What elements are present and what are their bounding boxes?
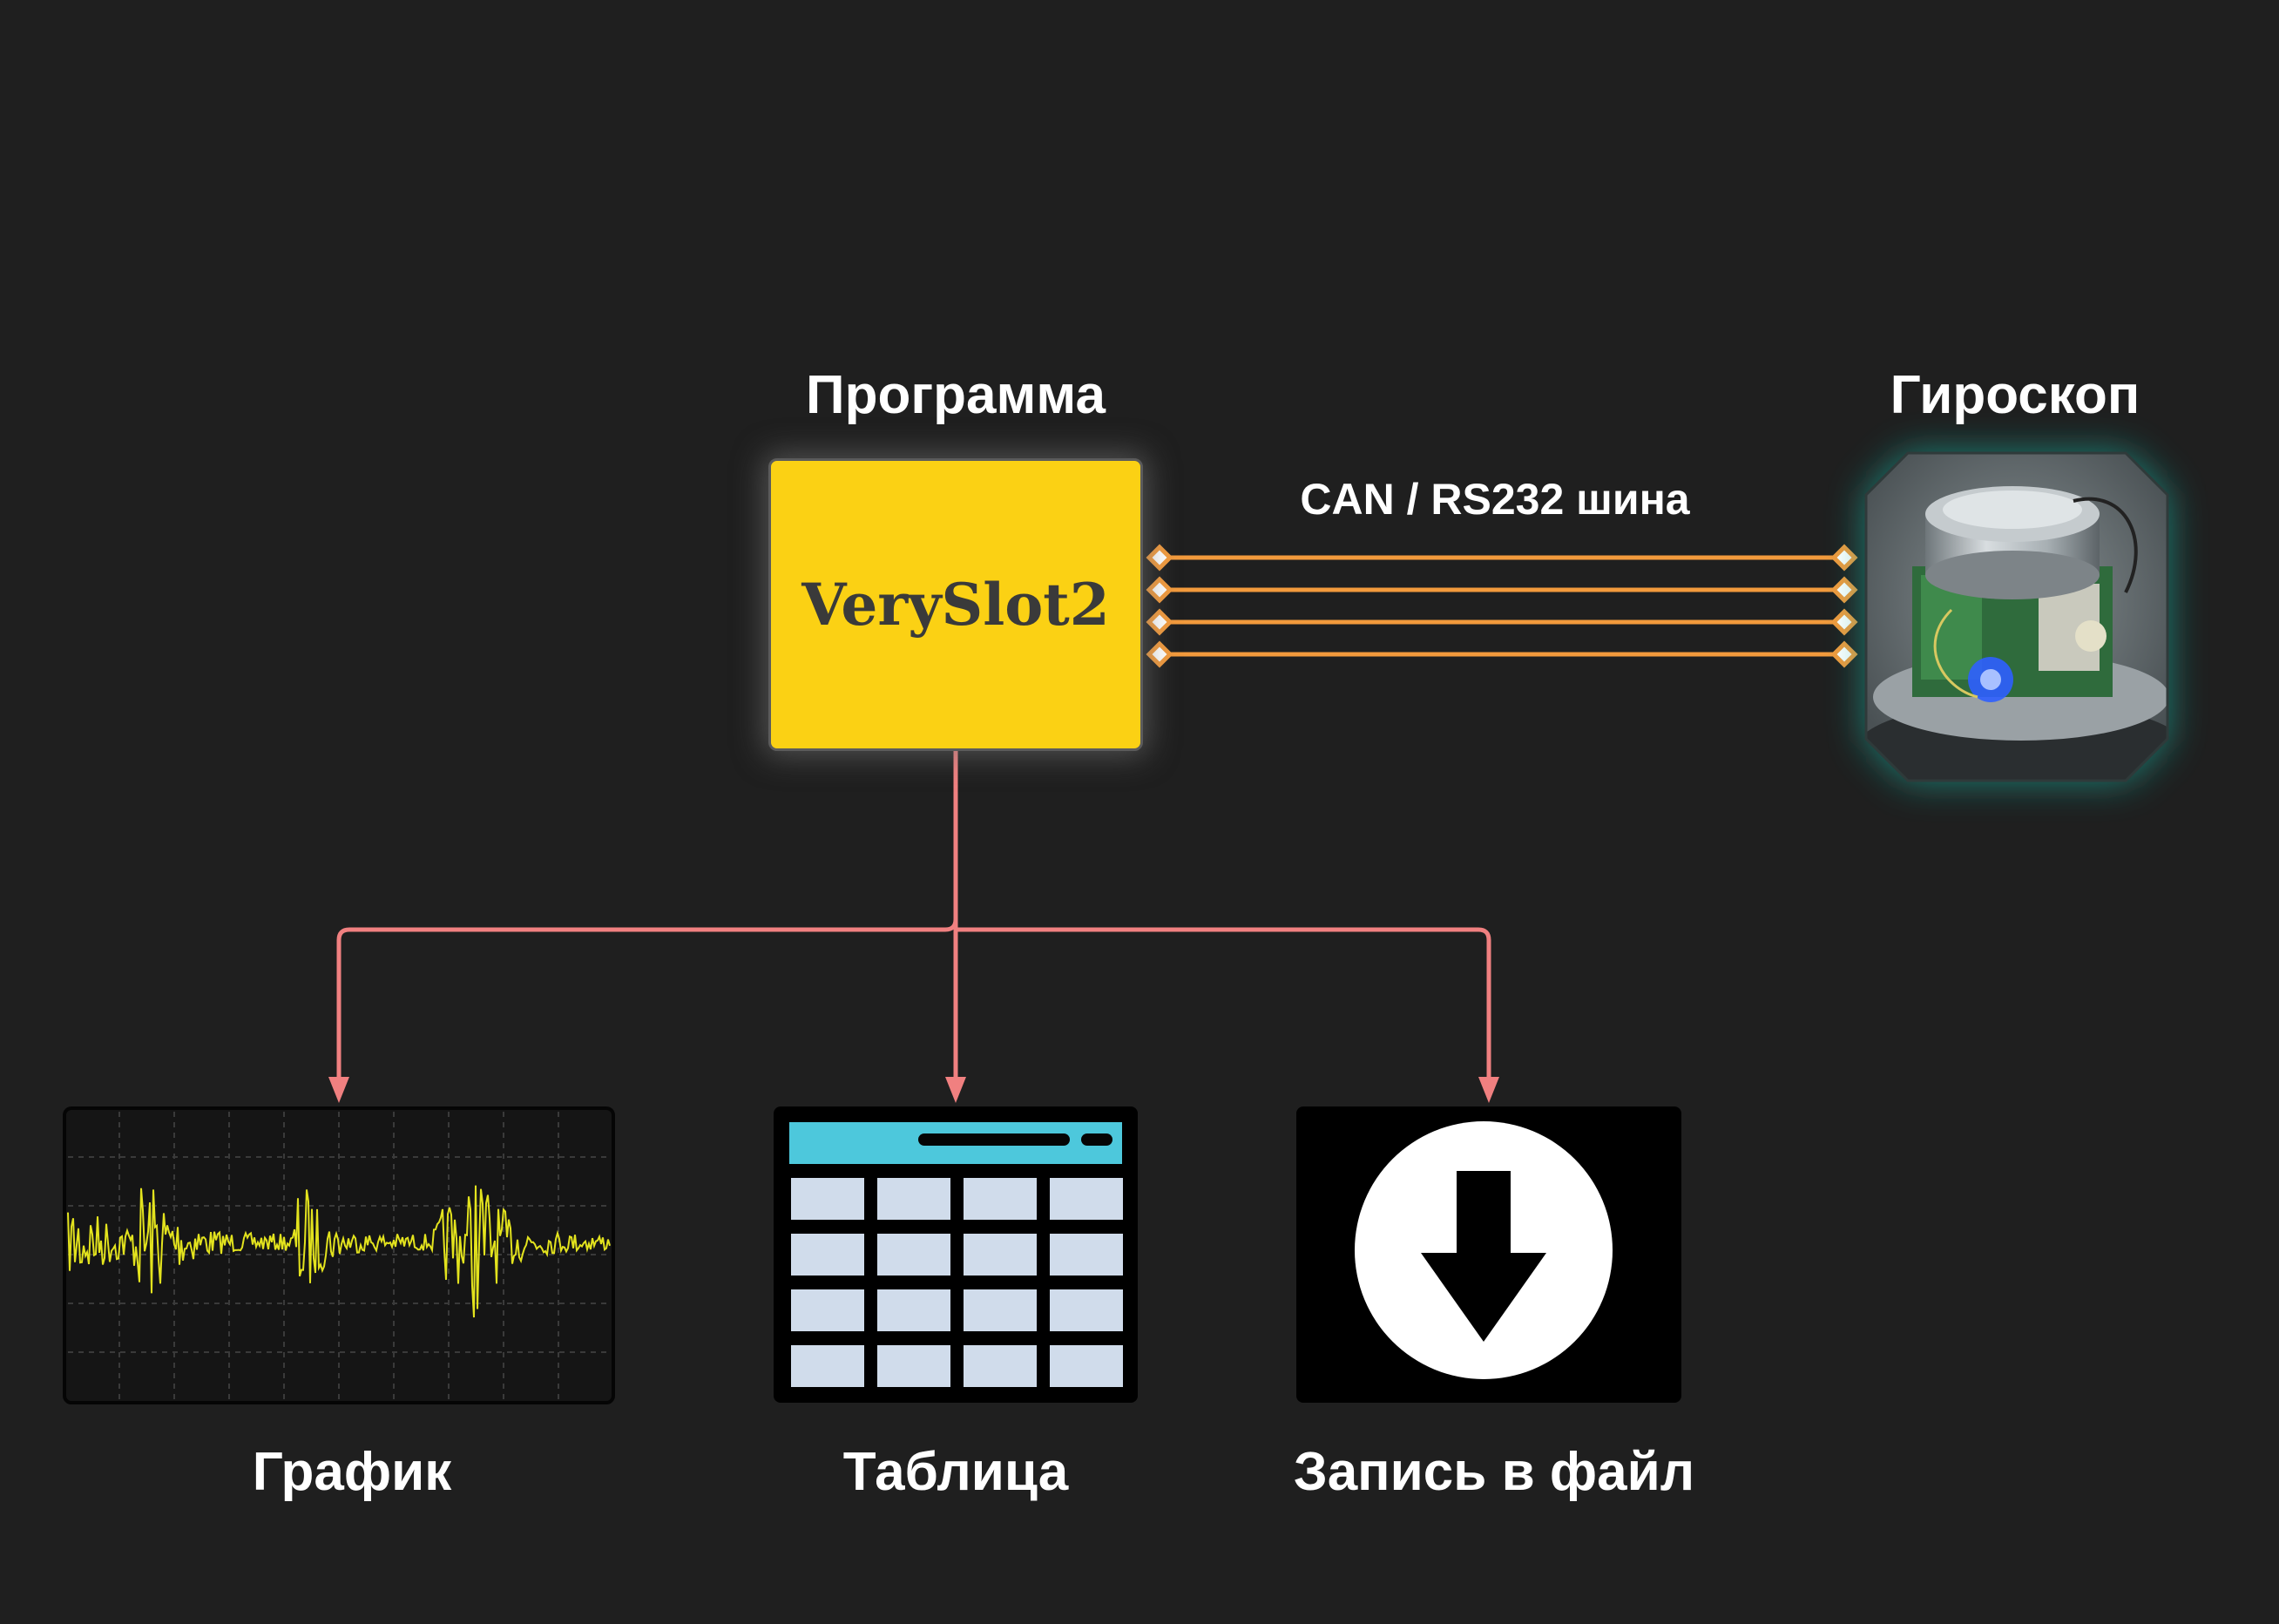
- table-cell: [877, 1345, 950, 1387]
- bus-connector-left-2: [1146, 576, 1173, 604]
- table-cell: [964, 1178, 1037, 1220]
- bus-label: CAN / RS232 шина: [1300, 475, 1690, 524]
- output-label-file: Запись в файл: [1293, 1442, 1695, 1502]
- gyroscope-node: [1864, 451, 2169, 782]
- table-cell: [1050, 1345, 1123, 1387]
- table-cell: [877, 1234, 950, 1276]
- program-name: VerySlot2: [801, 571, 1110, 639]
- waveform-trace: [67, 1185, 611, 1318]
- table-cell: [1050, 1178, 1123, 1220]
- table-cell: [791, 1345, 864, 1387]
- bus-connectors: [1146, 544, 1858, 668]
- bus-connector-left-1: [1146, 544, 1173, 572]
- output-label-chart: График: [252, 1442, 452, 1502]
- arrowhead-chart: [328, 1077, 349, 1103]
- gyroscope-photo: [1866, 453, 2167, 781]
- table-grid-icon: [774, 1106, 1138, 1403]
- table-cell: [964, 1345, 1037, 1387]
- connector-branch-file: [956, 927, 1491, 1079]
- table-cell: [791, 1234, 864, 1276]
- waveform-chart-icon: [63, 1106, 615, 1404]
- bus-connector-left-4: [1146, 640, 1173, 668]
- bus-connector-right-1: [1830, 544, 1858, 572]
- bus-connector-right-3: [1830, 608, 1858, 636]
- table-cell: [791, 1289, 864, 1331]
- table-cell: [877, 1178, 950, 1220]
- output-label-table: Таблица: [842, 1442, 1069, 1502]
- arrowhead-table: [945, 1077, 966, 1103]
- table-cell: [791, 1178, 864, 1220]
- arrowhead-file: [1478, 1077, 1499, 1103]
- output-connectors: [336, 751, 1491, 1079]
- program-title: Программа: [806, 365, 1106, 425]
- bus-connector-right-2: [1830, 576, 1858, 604]
- program-box: VerySlot2: [768, 458, 1143, 751]
- bus-lines: [1160, 555, 1844, 657]
- bus-connector-left-3: [1146, 608, 1173, 636]
- gyroscope-title: Гироскоп: [1890, 365, 2140, 425]
- connector-trunk: [336, 751, 958, 1079]
- download-arrow-icon: [1296, 1106, 1681, 1403]
- table-cell: [964, 1289, 1037, 1331]
- table-cell: [877, 1289, 950, 1331]
- bus-connector-right-4: [1830, 640, 1858, 668]
- download-arrow-glyph: [1421, 1171, 1546, 1342]
- table-cell: [1050, 1234, 1123, 1276]
- table-cell: [1050, 1289, 1123, 1331]
- table-cell: [964, 1234, 1037, 1276]
- output-arrowheads: [328, 1077, 1499, 1103]
